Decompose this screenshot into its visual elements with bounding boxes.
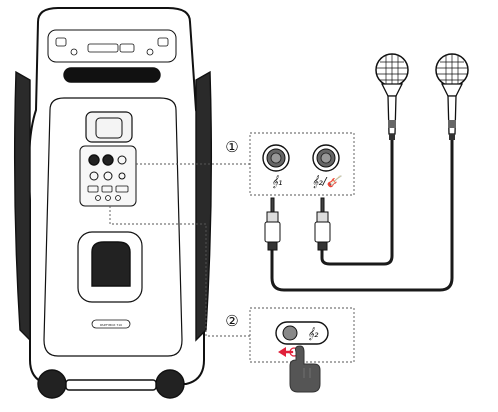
step-1-number: ① [225,138,238,156]
leader-lines [109,163,250,337]
speaker-model-text: PARTYBOX 710 [100,323,122,327]
mic-2-button[interactable] [275,321,329,345]
mic-cables [270,138,454,292]
mic-2-guitar-label: 𝄞₂/🎸 [312,175,343,189]
mic-2-guitar-jack [312,144,340,172]
microphone-icon [435,53,469,140]
step-1-callout-box [249,132,355,196]
mic-1-label: 𝄞₁ [272,175,283,189]
plug-2 [314,197,331,251]
microphone-icon [375,53,409,140]
press-arrow-icon [278,347,299,357]
finger-press-icon [289,345,321,393]
mic-2-button-label: 𝄞₂ [308,327,320,341]
plug-1 [264,197,281,251]
step-2-number: ② [225,312,238,330]
party-speaker [13,7,213,399]
mic-1-jack [262,144,290,172]
